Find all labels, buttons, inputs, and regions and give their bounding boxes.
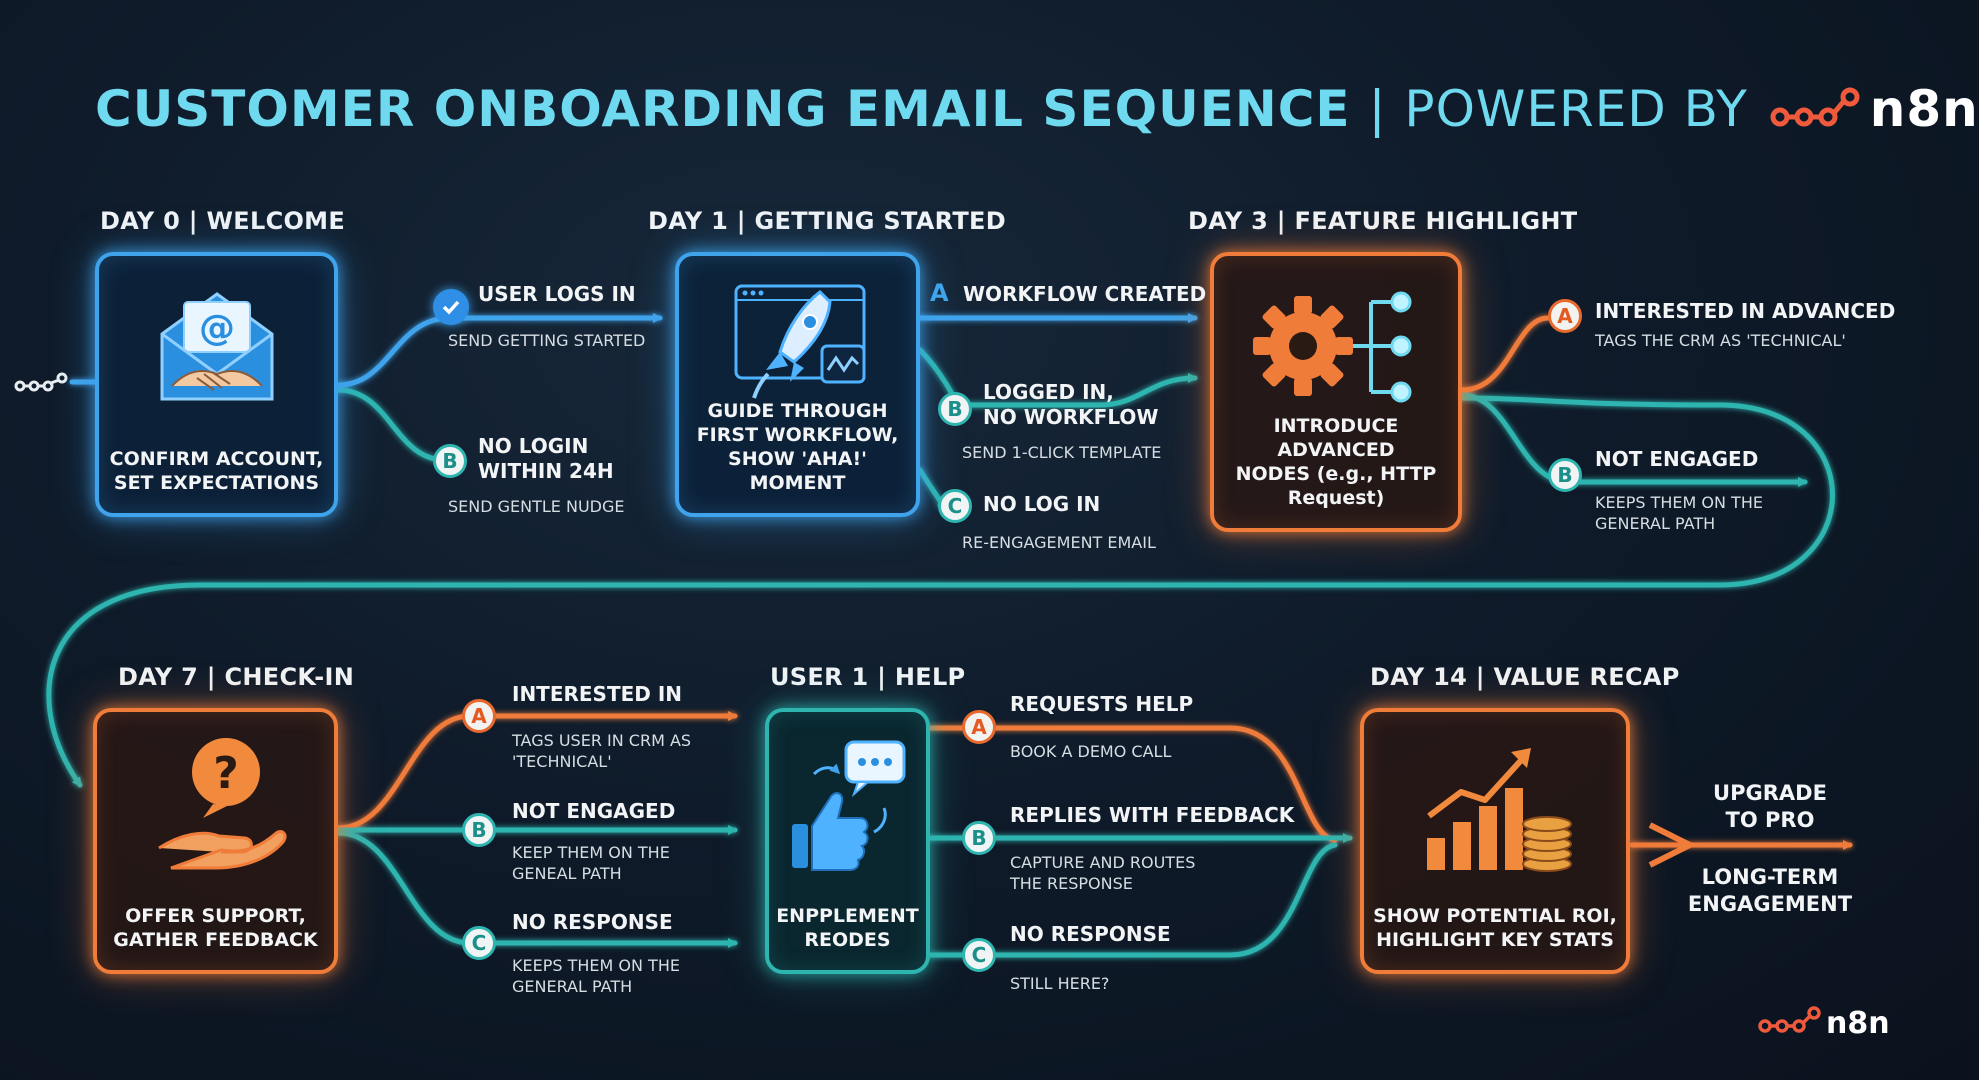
help-branch-c-line bbox=[927, 842, 1338, 958]
help-branch-a-badge: A bbox=[962, 710, 996, 744]
title-main: CUSTOMER ONBOARDING EMAIL SEQUENCE bbox=[95, 80, 1351, 138]
question-hand-icon: ? bbox=[97, 730, 334, 880]
day1-branch-c-title: NO LOG IN bbox=[983, 492, 1101, 516]
day3-branch-a-line bbox=[1459, 315, 1551, 393]
day3-branch-b-sub: KEEPS THEM ON THE GENERAL PATH bbox=[1595, 493, 1763, 533]
stage-label-day14: DAY 14 | VALUE RECAP bbox=[1370, 663, 1680, 691]
stage-card-day3[interactable]: INTRODUCE ADVANCED NODES (e.g., HTTP Req… bbox=[1210, 252, 1462, 532]
day7-branch-c-badge: C bbox=[462, 926, 496, 960]
flow-connectors bbox=[46, 313, 1853, 958]
day7-branch-a-badge: A bbox=[462, 699, 496, 733]
stage-text-day1: GUIDE THROUGH FIRST WORKFLOW, SHOW 'AHA!… bbox=[696, 400, 899, 494]
day0-branch-a-line bbox=[335, 313, 663, 388]
footer-brand: n8n bbox=[1826, 1006, 1890, 1041]
day1-branch-b-line bbox=[917, 347, 1198, 408]
stage-text-day7: OFFER SUPPORT, GATHER FEEDBACK bbox=[113, 905, 318, 951]
stage-label-day0: DAY 0 | WELCOME bbox=[100, 207, 346, 235]
day3-branch-a-sub: TAGS THE CRM AS 'TECHNICAL' bbox=[1595, 331, 1846, 350]
gear-nodes-icon bbox=[1214, 274, 1458, 424]
help-branch-a-sub: BOOK A DEMO CALL bbox=[1010, 742, 1172, 761]
title-powered-by: POWERED BY bbox=[1404, 80, 1748, 138]
help-branch-b-sub: CAPTURE AND ROUTES THE RESPONSE bbox=[1010, 853, 1196, 893]
day0-branch-b-line bbox=[335, 387, 448, 463]
footer-logo: n8n bbox=[1758, 1006, 1890, 1041]
day0-branch-b-sub: SEND GENTLE NUDGE bbox=[448, 497, 625, 516]
entry-node-icon bbox=[14, 372, 70, 401]
n8n-logo-icon bbox=[1770, 87, 1862, 131]
help-branch-a-title: REQUESTS HELP bbox=[1010, 692, 1194, 716]
outcome-engagement: LONG-TERM ENGAGEMENT bbox=[1687, 865, 1853, 916]
stage-label-help: USER 1 | HELP bbox=[770, 663, 966, 691]
n8n-mark-icon bbox=[1758, 1006, 1822, 1041]
day7-branch-c-title: NO RESPONSE bbox=[512, 910, 673, 934]
day7-branch-a-sub: TAGS USER IN CRM AS 'TECHNICAL' bbox=[512, 731, 692, 771]
svg-text:@: @ bbox=[199, 308, 235, 349]
day1-branch-a-badge: A bbox=[930, 279, 949, 307]
stage-label-day3: DAY 3 | FEATURE HIGHLIGHT bbox=[1188, 207, 1578, 235]
help-branch-c-badge: C bbox=[962, 938, 996, 972]
day7-branch-a-title: INTERESTED IN bbox=[512, 682, 682, 706]
outcome-upgrade: UPGRADE TO PRO bbox=[1713, 781, 1827, 832]
help-branch-a-line bbox=[927, 725, 1338, 843]
stage-card-day7[interactable]: ? OFFER SUPPORT, GATHER FEEDBACK bbox=[93, 708, 338, 974]
upgrade-chevron bbox=[1648, 822, 1693, 868]
day0-branch-a-title: USER LOGS IN bbox=[478, 282, 636, 306]
day3-branch-b-badge: B bbox=[1548, 458, 1582, 492]
stage-text-day0: CONFIRM ACCOUNT, SET EXPECTATIONS bbox=[109, 448, 324, 494]
growth-chart-icon bbox=[1364, 730, 1626, 880]
day1-branch-a-title: WORKFLOW CREATED bbox=[963, 282, 1207, 306]
day7-branch-b-title: NOT ENGAGED bbox=[512, 799, 676, 823]
day7-branch-c-line bbox=[335, 830, 738, 948]
stage-text-help: ENPPLEMENT REODES bbox=[776, 905, 919, 951]
day1-branch-b-badge: B bbox=[938, 392, 972, 426]
stage-card-day14[interactable]: SHOW POTENTIAL ROI, HIGHLIGHT KEY STATS bbox=[1360, 708, 1630, 974]
day1-branch-c-sub: RE-ENGAGEMENT EMAIL bbox=[962, 533, 1156, 552]
help-branch-c-sub: STILL HERE? bbox=[1010, 974, 1110, 993]
day3-branch-b-title: NOT ENGAGED bbox=[1595, 447, 1759, 471]
day1-branch-c-badge: C bbox=[938, 489, 972, 523]
day1-branch-b-sub: SEND 1-CLICK TEMPLATE bbox=[962, 443, 1162, 462]
title-brand: n8n bbox=[1869, 80, 1979, 138]
day3-branch-a-title: INTERESTED IN ADVANCED bbox=[1595, 299, 1896, 323]
stage-card-help[interactable]: ENPPLEMENT REODES bbox=[765, 708, 930, 974]
day3-branch-a-badge: A bbox=[1548, 299, 1582, 333]
stage-card-day0[interactable]: @ CONFIRM ACCOUNT, SET EXPECTATIONS bbox=[95, 252, 338, 517]
title-separator: | bbox=[1368, 80, 1387, 138]
check-icon bbox=[433, 289, 469, 325]
stage-label-day7: DAY 7 | CHECK-IN bbox=[118, 663, 355, 691]
day0-branch-b-badge: B bbox=[433, 444, 467, 478]
help-branch-c-title: NO RESPONSE bbox=[1010, 922, 1171, 946]
wrap-connector bbox=[46, 395, 1835, 788]
day7-branch-b-sub: KEEP THEM ON THE GENEAL PATH bbox=[512, 843, 670, 883]
help-branch-b-title: REPLIES WITH FEEDBACK bbox=[1010, 803, 1295, 827]
day0-branch-a-sub: SEND GETTING STARTED bbox=[448, 331, 646, 350]
page-title: CUSTOMER ONBOARDING EMAIL SEQUENCE | POW… bbox=[95, 74, 1979, 144]
stage-label-day1: DAY 1 | GETTING STARTED bbox=[648, 207, 1006, 235]
stage-card-day1[interactable]: GUIDE THROUGH FIRST WORKFLOW, SHOW 'AHA!… bbox=[675, 252, 920, 517]
day7-branch-a-line bbox=[335, 711, 738, 831]
svg-text:?: ? bbox=[213, 748, 239, 799]
stage-text-day14: SHOW POTENTIAL ROI, HIGHLIGHT KEY STATS bbox=[1373, 905, 1617, 951]
day0-branch-b-title: NO LOGIN WITHIN 24H bbox=[478, 434, 614, 483]
day7-branch-b-badge: B bbox=[462, 813, 496, 847]
help-branch-b-badge: B bbox=[962, 821, 996, 855]
day1-branch-b-title: LOGGED IN, NO WORKFLOW bbox=[983, 380, 1159, 429]
day7-branch-c-sub: KEEPS THEM ON THE GENERAL PATH bbox=[512, 956, 680, 996]
stage-text-day3: INTRODUCE ADVANCED NODES (e.g., HTTP Req… bbox=[1235, 415, 1437, 509]
email-handshake-icon: @ bbox=[99, 274, 334, 424]
rocket-icon bbox=[679, 274, 916, 404]
thumbs-up-chat-icon bbox=[769, 730, 926, 880]
